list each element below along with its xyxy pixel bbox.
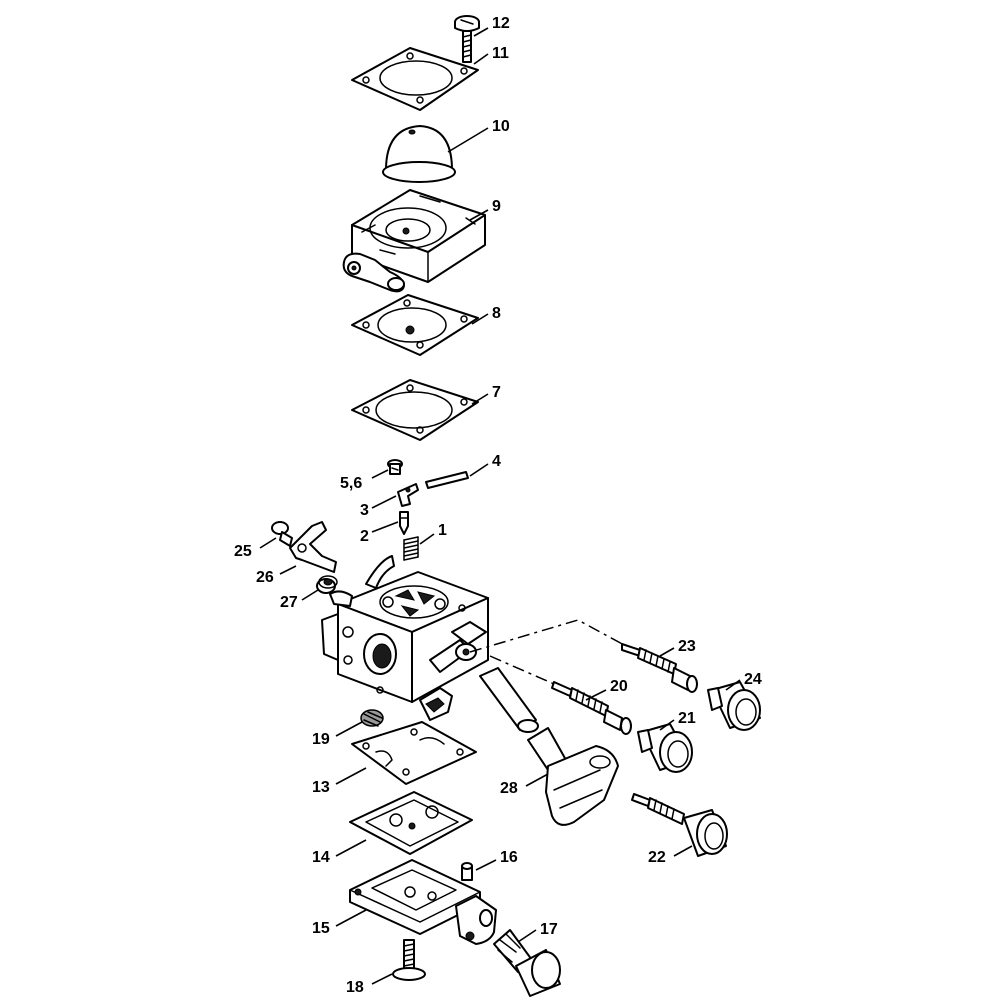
part-24-limiter-cap <box>707 681 761 731</box>
part-14-diaphragm <box>349 791 473 855</box>
part-16-pin <box>461 862 473 881</box>
part-11-gasket <box>351 47 479 111</box>
part-7-gasket <box>351 379 479 441</box>
part-12-screw <box>454 15 480 63</box>
part-18-screw <box>392 939 426 981</box>
part-17-fuel-fitting <box>493 929 561 997</box>
callout-17: 17 <box>540 921 558 938</box>
part-10-primer-bulb <box>382 125 456 183</box>
carburetor-body <box>321 555 539 733</box>
part-25-screw <box>271 521 293 547</box>
callout-4: 4 <box>492 453 501 470</box>
callout-3: 3 <box>360 502 369 519</box>
callout-28: 28 <box>500 780 518 797</box>
callout-26: 26 <box>256 569 274 586</box>
callout-15: 15 <box>312 920 330 937</box>
part-5-6-screw <box>387 459 403 475</box>
part-1-spring <box>403 536 419 561</box>
callout-14: 14 <box>312 849 330 866</box>
callout-20: 20 <box>610 678 628 695</box>
part-3-control-lever <box>397 483 419 507</box>
part-27-bushing <box>316 575 338 594</box>
callout-5-6: 5,6 <box>340 475 362 492</box>
callout-22: 22 <box>648 849 666 866</box>
part-21-limiter-cap <box>637 723 693 773</box>
callout-1: 1 <box>438 522 447 539</box>
callout-7: 7 <box>492 384 501 401</box>
callout-24: 24 <box>744 671 762 688</box>
callout-25: 25 <box>234 543 252 560</box>
callout-18: 18 <box>346 979 364 996</box>
callout-12: 12 <box>492 15 510 32</box>
part-22-screw-and-cap <box>631 793 728 857</box>
callout-27: 27 <box>280 594 298 611</box>
part-8-diaphragm <box>351 294 479 356</box>
callout-16: 16 <box>500 849 518 866</box>
part-4-pin <box>425 471 469 489</box>
part-28-choke-knob <box>527 727 619 826</box>
callout-9: 9 <box>492 198 501 215</box>
part-15-end-cover <box>349 859 497 945</box>
assembly-line-20 <box>489 655 555 685</box>
callout-11: 11 <box>492 45 509 62</box>
part-23-mixture-screw <box>621 643 698 693</box>
callout-19: 19 <box>312 731 330 748</box>
callout-numbers: 12 11 10 9 8 7 4 5,6 3 2 1 25 26 27 19 1… <box>234 15 762 996</box>
callout-2: 2 <box>360 528 369 545</box>
part-26-throttle-lever <box>289 521 337 573</box>
leader-lines <box>259 27 741 985</box>
callout-23: 23 <box>678 638 696 655</box>
part-19-fuel-filter <box>360 709 384 727</box>
callout-13: 13 <box>312 779 330 796</box>
assembly-line-23 <box>469 619 627 653</box>
part-13-gasket <box>351 721 477 785</box>
part-20-mixture-screw <box>551 681 632 735</box>
callout-21: 21 <box>678 710 696 727</box>
part-2-inlet-needle <box>399 511 409 535</box>
callout-10: 10 <box>492 118 510 135</box>
part-9-pump-housing <box>342 189 486 293</box>
callout-8: 8 <box>492 305 501 322</box>
